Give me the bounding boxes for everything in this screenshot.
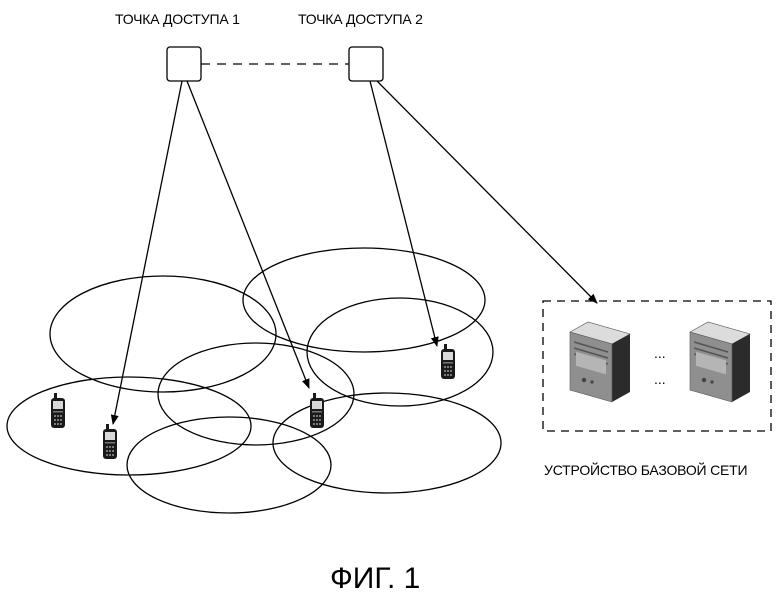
link-ap2-phone — [370, 81, 437, 346]
link-ap2-core — [377, 81, 597, 303]
core-label: УСТРОЙСТВО БАЗОВОЙ СЕТИ — [544, 461, 747, 478]
access-point-2-box — [349, 47, 383, 81]
access-point-1-box — [167, 47, 201, 81]
server-tower-icon — [690, 322, 750, 402]
ap1-label: ТОЧКА ДОСТУПА 1 — [115, 11, 240, 27]
cell-1 — [50, 276, 276, 392]
mobile-phone-icon — [51, 393, 65, 428]
figure-caption: ФИГ. 1 — [330, 562, 420, 593]
mobile-phone-icon — [441, 344, 455, 379]
ap2-label: ТОЧКА ДОСТУПА 2 — [298, 11, 423, 27]
link-ap1-phone — [187, 81, 309, 388]
links — [113, 81, 597, 424]
cell-4 — [158, 343, 354, 445]
server-tower-icon — [570, 322, 630, 402]
ellipsis-horizontal: ... — [654, 345, 666, 361]
cell-5 — [7, 377, 251, 475]
mobile-phone-icon — [103, 424, 117, 459]
coverage-cells — [7, 248, 501, 513]
cell-6 — [127, 417, 331, 513]
link-ap1-phone — [113, 81, 182, 424]
ellipsis-vertical: ... — [654, 371, 666, 387]
cell-2 — [243, 248, 485, 352]
cell-3 — [307, 298, 493, 406]
cell-7 — [273, 393, 501, 493]
mobile-phone-icon — [310, 393, 324, 428]
